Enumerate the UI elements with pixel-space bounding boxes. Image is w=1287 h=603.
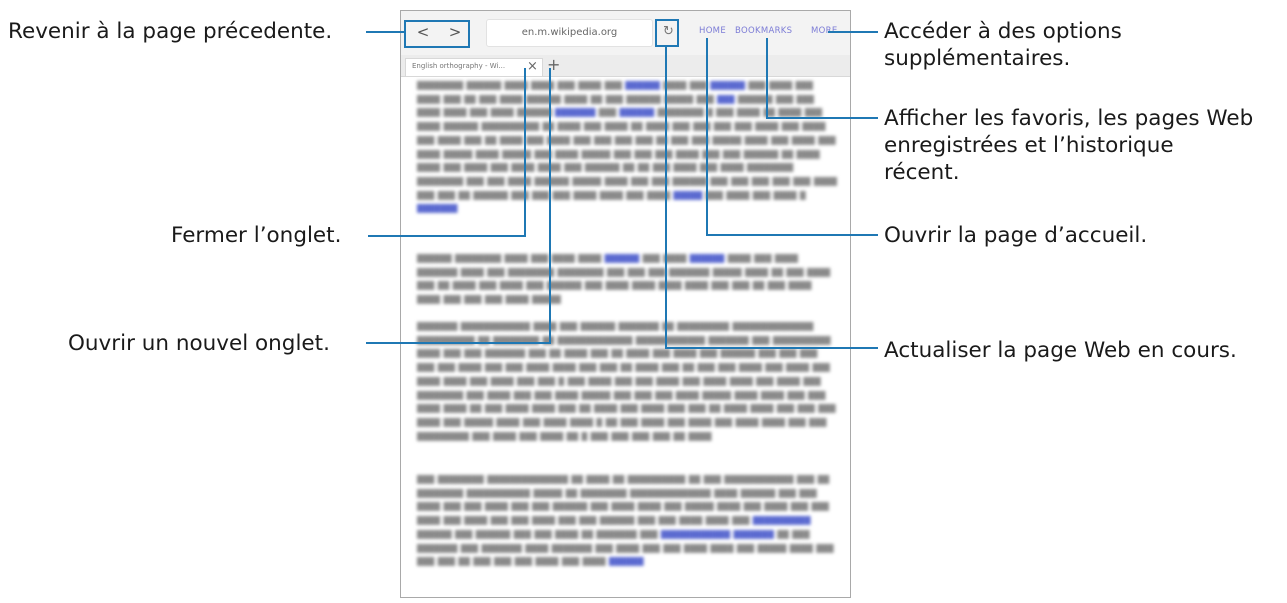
highlight-refresh [655, 19, 679, 47]
blurred-paragraph: ██████ ████████ ████ ███ ████ ████ █████… [417, 254, 831, 305]
callout-bookmarks-line3: récent. [884, 160, 960, 185]
callout-back: Revenir à la page précedente. [8, 19, 333, 44]
web-page-content: ████████ ██████ ████ ████ ███ ████ ███ █… [401, 77, 850, 597]
browser-toolbar: < > en.m.wikipedia.org ↻ HOME BOOKMARKS … [401, 11, 850, 55]
callout-new-tab: Ouvrir un nouvel onglet. [68, 331, 330, 356]
connector-new-tab [366, 342, 551, 344]
more-button[interactable]: MORE [811, 26, 838, 36]
highlight-nav-buttons [404, 20, 470, 48]
back-arrow-icon[interactable]: < [416, 23, 430, 41]
refresh-icon[interactable]: ↻ [663, 24, 674, 39]
blurred-paragraph: ████████ ██████ ████ ████ ███ ████ ███ █… [417, 81, 837, 214]
forward-arrow-icon[interactable]: > [448, 23, 462, 41]
callout-home: Ouvrir la page d’accueil. [884, 223, 1148, 248]
connector-refresh [665, 347, 878, 349]
tab-english-orthography[interactable]: English orthography - Wi... × [405, 58, 543, 76]
connector-home [706, 234, 878, 236]
callout-close-tab: Fermer l’onglet. [171, 223, 342, 248]
url-field[interactable]: en.m.wikipedia.org [486, 19, 653, 47]
connector-back [366, 31, 404, 33]
connector-more [828, 31, 878, 33]
blurred-paragraph: ███████ ████████████ ████ ███ ██████ ███… [417, 322, 836, 441]
home-button[interactable]: HOME [699, 26, 726, 36]
close-icon[interactable]: × [527, 59, 538, 74]
callout-more: Accéder à des options supplémentaires. [884, 18, 1122, 72]
connector-refresh [665, 47, 667, 349]
connector-bookmarks [766, 117, 878, 119]
connector-bookmarks [766, 38, 768, 119]
bookmarks-button[interactable]: BOOKMARKS [735, 26, 793, 36]
connector-close-tab [368, 235, 525, 237]
connector-home [706, 38, 708, 236]
callout-bookmarks: Afficher les favoris, les pages Web enre… [884, 105, 1253, 186]
browser-window: < > en.m.wikipedia.org ↻ HOME BOOKMARKS … [400, 10, 851, 598]
blurred-paragraph: ███ ████████ ██████████████ ██ ████ ██ █… [417, 475, 834, 567]
connector-close-tab [524, 68, 526, 237]
callout-refresh: Actualiser la page Web en cours. [884, 338, 1237, 363]
callout-more-line2: supplémentaires. [884, 46, 1071, 71]
tab-bar: English orthography - Wi... × + [401, 55, 850, 77]
callout-more-line1: Accéder à des options [884, 19, 1122, 44]
connector-new-tab [549, 68, 551, 344]
callout-bookmarks-line2: enregistrées et l’historique [884, 133, 1174, 158]
callout-bookmarks-line1: Afficher les favoris, les pages Web [884, 106, 1254, 131]
tab-title: English orthography - Wi... [412, 62, 506, 70]
